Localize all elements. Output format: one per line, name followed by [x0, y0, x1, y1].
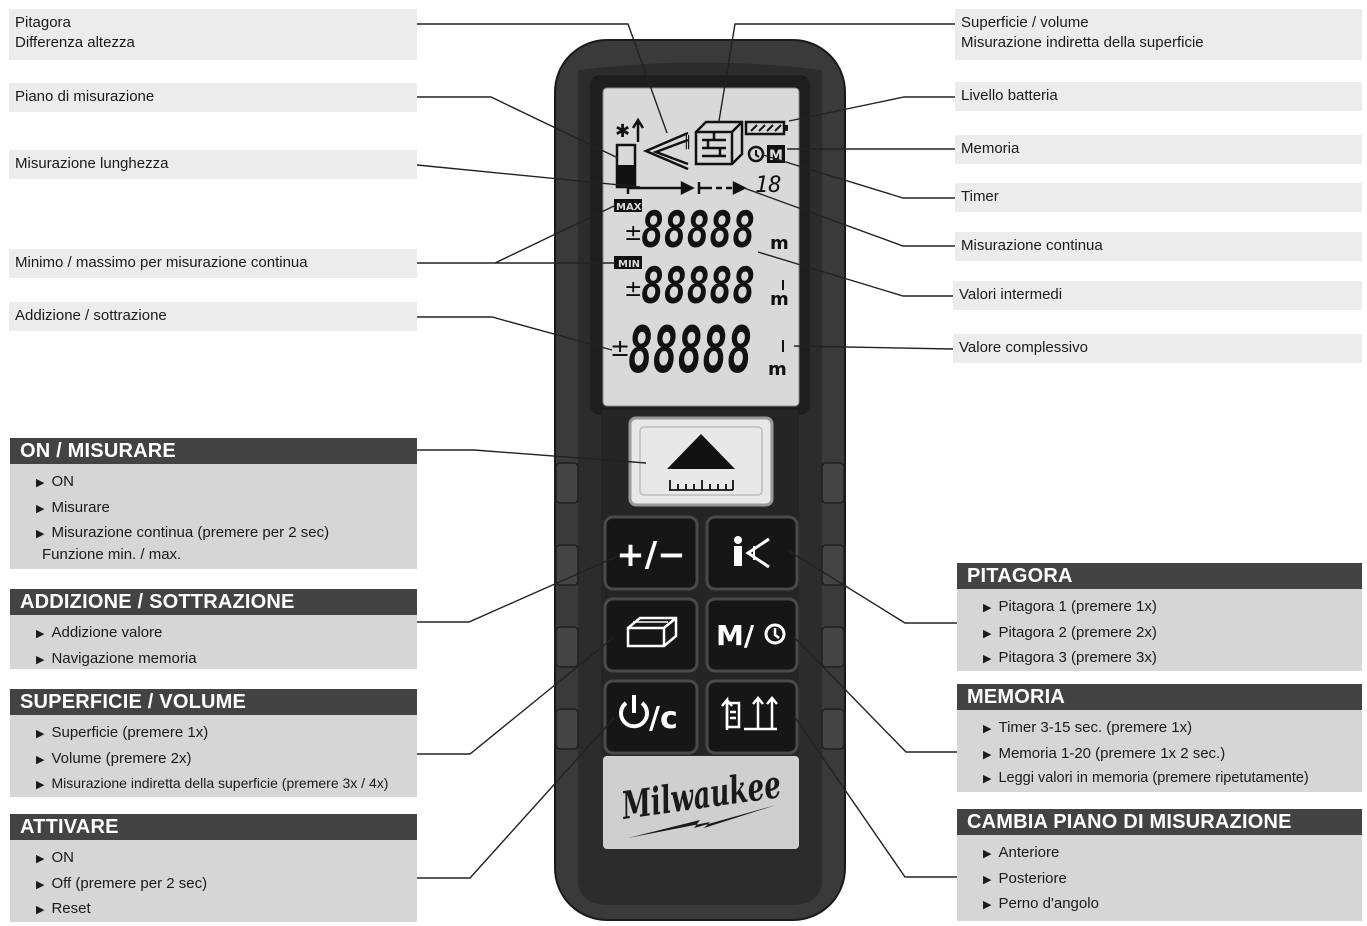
label-misurazione-continua: Misurazione continua [955, 232, 1362, 261]
section-title: ADDIZIONE / SOTTRAZIONE [10, 589, 417, 615]
section-title: MEMORIA [957, 684, 1362, 710]
label-addizione-sottrazione: Addizione / sottrazione [9, 302, 417, 331]
list-item: ▶Pitagora 1 (premere 1x) [983, 598, 1157, 615]
section-addizione-sottrazione: ADDIZIONE / SOTTRAZIONE ▶Addizione valor… [10, 589, 417, 669]
total-unit: m [768, 359, 787, 380]
list-item: ▶Misurare [36, 498, 110, 516]
min-badge-bg [614, 256, 642, 269]
min-plus-minus: ± [624, 277, 642, 302]
section-list: ▶Timer 3-15 sec. (premere 1x) ▶Memoria 1… [957, 710, 1362, 792]
label-valore-complessivo: Valore complessivo [953, 334, 1362, 363]
power-clear-label: /c [649, 701, 678, 736]
min-value-digits: 88888 [641, 257, 755, 315]
list-item: ▶ON [36, 849, 74, 866]
section-attivare: ATTIVARE ▶ON ▶Off (premere per 2 sec) ▶R… [10, 814, 417, 922]
label-misurazione-lunghezza: Misurazione lunghezza [9, 150, 417, 179]
label-piano-misurazione: Piano di misurazione [9, 83, 417, 112]
section-superficie-volume: SUPERFICIE / VOLUME ▶Superficie (premere… [10, 689, 417, 797]
list-item: ▶Pitagora 2 (premere 2x) [983, 623, 1157, 641]
list-item: ▶Leggi valori in memoria (premere ripetu… [983, 770, 1309, 786]
section-list: ▶ON ▶Misurare ▶Misurazione continua (pre… [10, 464, 417, 547]
section-cambia-piano: CAMBIA PIANO DI MISURAZIONE ▶Anteriore ▶… [957, 809, 1362, 921]
list-item: ▶Pitagora 3 (premere 3x) [983, 649, 1157, 666]
area-volume-button[interactable] [603, 597, 699, 673]
timer-digits: 18 [755, 173, 782, 198]
memory-badge: M [769, 148, 783, 164]
label-livello-batteria: Livello batteria [955, 82, 1362, 111]
list-item: ▶Misurazione indiretta della superficie … [36, 775, 389, 791]
total-value-digits: 88888 [628, 314, 752, 388]
list-item: ▶Volume (premere 2x) [36, 749, 192, 767]
list-item: ▶Timer 3-15 sec. (premere 1x) [983, 719, 1193, 736]
height-marker-icon: ‖ [684, 134, 691, 150]
pythagoras-icon [642, 131, 689, 171]
section-title: CAMBIA PIANO DI MISURAZIONE [957, 809, 1362, 835]
timer-button-icon [764, 623, 786, 645]
brand-lightning-icon [628, 805, 776, 838]
list-item: ▶Anteriore [983, 844, 1060, 861]
max-value-digits: 88888 [641, 201, 755, 259]
label-memoria: Memoria [955, 135, 1362, 164]
plus-minus-label: +/− [616, 535, 685, 575]
continuous-arrow-icon [697, 180, 747, 196]
total-plus-minus: ± [610, 334, 630, 362]
timer-hand [755, 150, 760, 158]
section-list: ▶Anteriore ▶Posteriore ▶Perno d'angolo [957, 835, 1362, 918]
section-title: SUPERFICIE / VOLUME [10, 689, 417, 715]
max-unit: m [770, 233, 789, 254]
label-pitagora: Pitagora Differenza altezza [9, 9, 417, 60]
max-badge-bg [614, 199, 642, 212]
section-title: ATTIVARE [10, 814, 417, 840]
memory-timer-button[interactable] [705, 597, 799, 673]
section-note: Funzione min. / max. [42, 545, 182, 563]
reference-plane-button[interactable] [705, 679, 799, 755]
list-item: ▶Memoria 1-20 (premere 1x 2 sec.) [983, 744, 1226, 762]
ruler-icon [669, 480, 734, 491]
max-plus-minus: ± [624, 221, 642, 246]
section-title: PITAGORA [957, 563, 1362, 589]
add-subtract-button[interactable] [603, 515, 699, 591]
area-volume-icon [694, 120, 744, 166]
battery-tip [784, 125, 788, 131]
min-unit: m [770, 289, 789, 310]
person-height-icon [734, 536, 770, 569]
box-area-icon [626, 616, 678, 648]
list-item: ▶Misurazione continua (premere per 2 sec… [36, 524, 330, 541]
list-item: ▶Posteriore [983, 869, 1067, 887]
list-item: ▶Perno d'angolo [983, 895, 1099, 912]
label-timer: Timer [955, 183, 1362, 212]
pythagoras-button[interactable] [705, 515, 799, 591]
triangle-up-icon [667, 434, 735, 469]
section-list: ▶Pitagora 1 (premere 1x) ▶Pitagora 2 (pr… [957, 589, 1362, 672]
section-list: ▶Superficie (premere 1x) ▶Volume (premer… [10, 715, 417, 798]
label-minimo-massimo: Minimo / massimo per misurazione continu… [9, 249, 417, 278]
section-on-misurare: ON / MISURARE ▶ON ▶Misurare ▶Misurazione… [10, 438, 417, 569]
asterisk-icon: ✱ [615, 121, 630, 142]
list-item: ▶Off (premere per 2 sec) [36, 874, 208, 892]
section-pitagora: PITAGORA ▶Pitagora 1 (premere 1x) ▶Pitag… [957, 563, 1362, 671]
list-item: ▶ON [36, 473, 74, 490]
max-badge: MAX [616, 202, 642, 213]
reference-plane-fill [617, 165, 635, 187]
timer-button-hand [773, 628, 780, 639]
memory-timer-label: M/ [716, 619, 755, 652]
list-item: ▶Reset [36, 900, 91, 917]
label-valori-intermedi: Valori intermedi [953, 281, 1362, 310]
min-badge: MIN [618, 259, 640, 270]
list-item: ▶Addizione valore [36, 624, 163, 641]
section-title: ON / MISURARE [10, 438, 417, 464]
reference-plane-switch-icon [721, 696, 778, 731]
battery-bars [750, 124, 782, 132]
list-item: ▶Navigazione memoria [36, 649, 197, 667]
label-superficie-volume: Superficie / volume Misurazione indirett… [955, 9, 1362, 60]
power-icon [619, 695, 649, 729]
section-list: ▶ON ▶Off (premere per 2 sec) ▶Reset [10, 840, 417, 923]
section-list: ▶Addizione valore ▶Navigazione memoria [10, 615, 417, 672]
section-memoria: MEMORIA ▶Timer 3-15 sec. (premere 1x) ▶M… [957, 684, 1362, 792]
list-item: ▶Superficie (premere 1x) [36, 724, 209, 741]
brand-plate [603, 756, 799, 849]
timer-icon [747, 145, 765, 163]
